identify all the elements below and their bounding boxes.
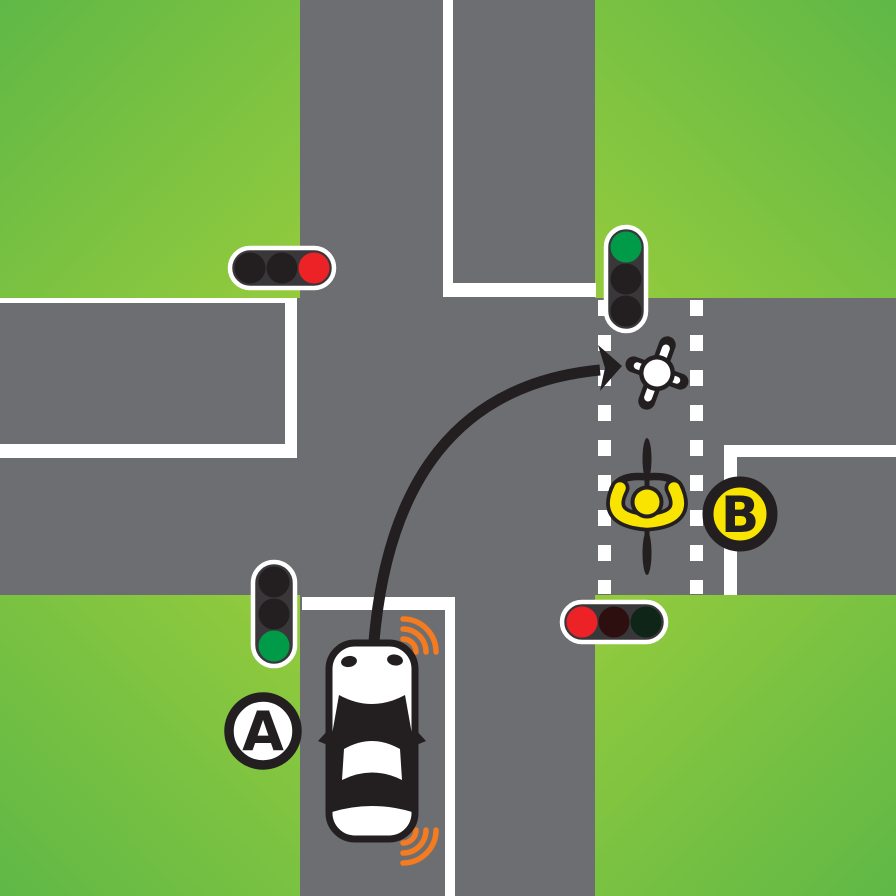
lens-red bbox=[298, 252, 330, 284]
label-badge-a: A bbox=[224, 692, 302, 770]
rear-indicator-wave-icon bbox=[400, 827, 419, 846]
lens-off bbox=[258, 566, 290, 598]
front-indicator-wave-icon bbox=[400, 636, 419, 655]
pedestrian-icon bbox=[625, 336, 689, 410]
front-indicator-wave-icon bbox=[400, 616, 439, 655]
lens-off bbox=[630, 606, 662, 638]
lens-off bbox=[266, 252, 298, 284]
west-stop-line bbox=[285, 298, 297, 458]
rear-indicator-wave-icon bbox=[400, 827, 429, 856]
lens-off bbox=[234, 252, 266, 284]
rider-head bbox=[634, 489, 660, 515]
badge-b-letter: B bbox=[721, 486, 759, 544]
grass-southeast bbox=[595, 595, 896, 896]
west-centre-line bbox=[0, 444, 297, 458]
left-headlight bbox=[341, 655, 357, 668]
lens-green bbox=[610, 231, 642, 263]
lens-green bbox=[258, 630, 290, 662]
south-centre-line bbox=[445, 597, 455, 896]
lens-off bbox=[610, 295, 642, 327]
north-centre-line bbox=[443, 0, 453, 290]
east-centre-line bbox=[737, 445, 896, 457]
traffic-light-southwest-icon bbox=[250, 559, 298, 669]
lens-off bbox=[610, 263, 642, 295]
arrowhead-icon bbox=[598, 345, 622, 391]
traffic-light-northwest-icon bbox=[227, 245, 337, 291]
cyclist-icon bbox=[606, 438, 688, 575]
car-roof bbox=[342, 741, 402, 780]
lens-red bbox=[566, 606, 598, 638]
right-headlight bbox=[387, 654, 403, 666]
traffic-light-southeast-icon bbox=[559, 599, 669, 645]
car-icon bbox=[318, 616, 439, 866]
west-edge-line bbox=[0, 298, 290, 303]
north-stop-line bbox=[443, 283, 596, 297]
badge-a-letter: A bbox=[242, 700, 284, 763]
rider-arms bbox=[609, 482, 685, 528]
traffic-light-northeast-icon bbox=[603, 224, 649, 334]
lens-off bbox=[598, 606, 630, 638]
label-badge-b: B bbox=[702, 476, 778, 552]
front-indicator-wave-icon bbox=[400, 626, 429, 655]
lens-off bbox=[258, 598, 290, 630]
turn-path-arrow bbox=[367, 345, 622, 656]
rear-indicator-wave-icon bbox=[400, 827, 439, 866]
